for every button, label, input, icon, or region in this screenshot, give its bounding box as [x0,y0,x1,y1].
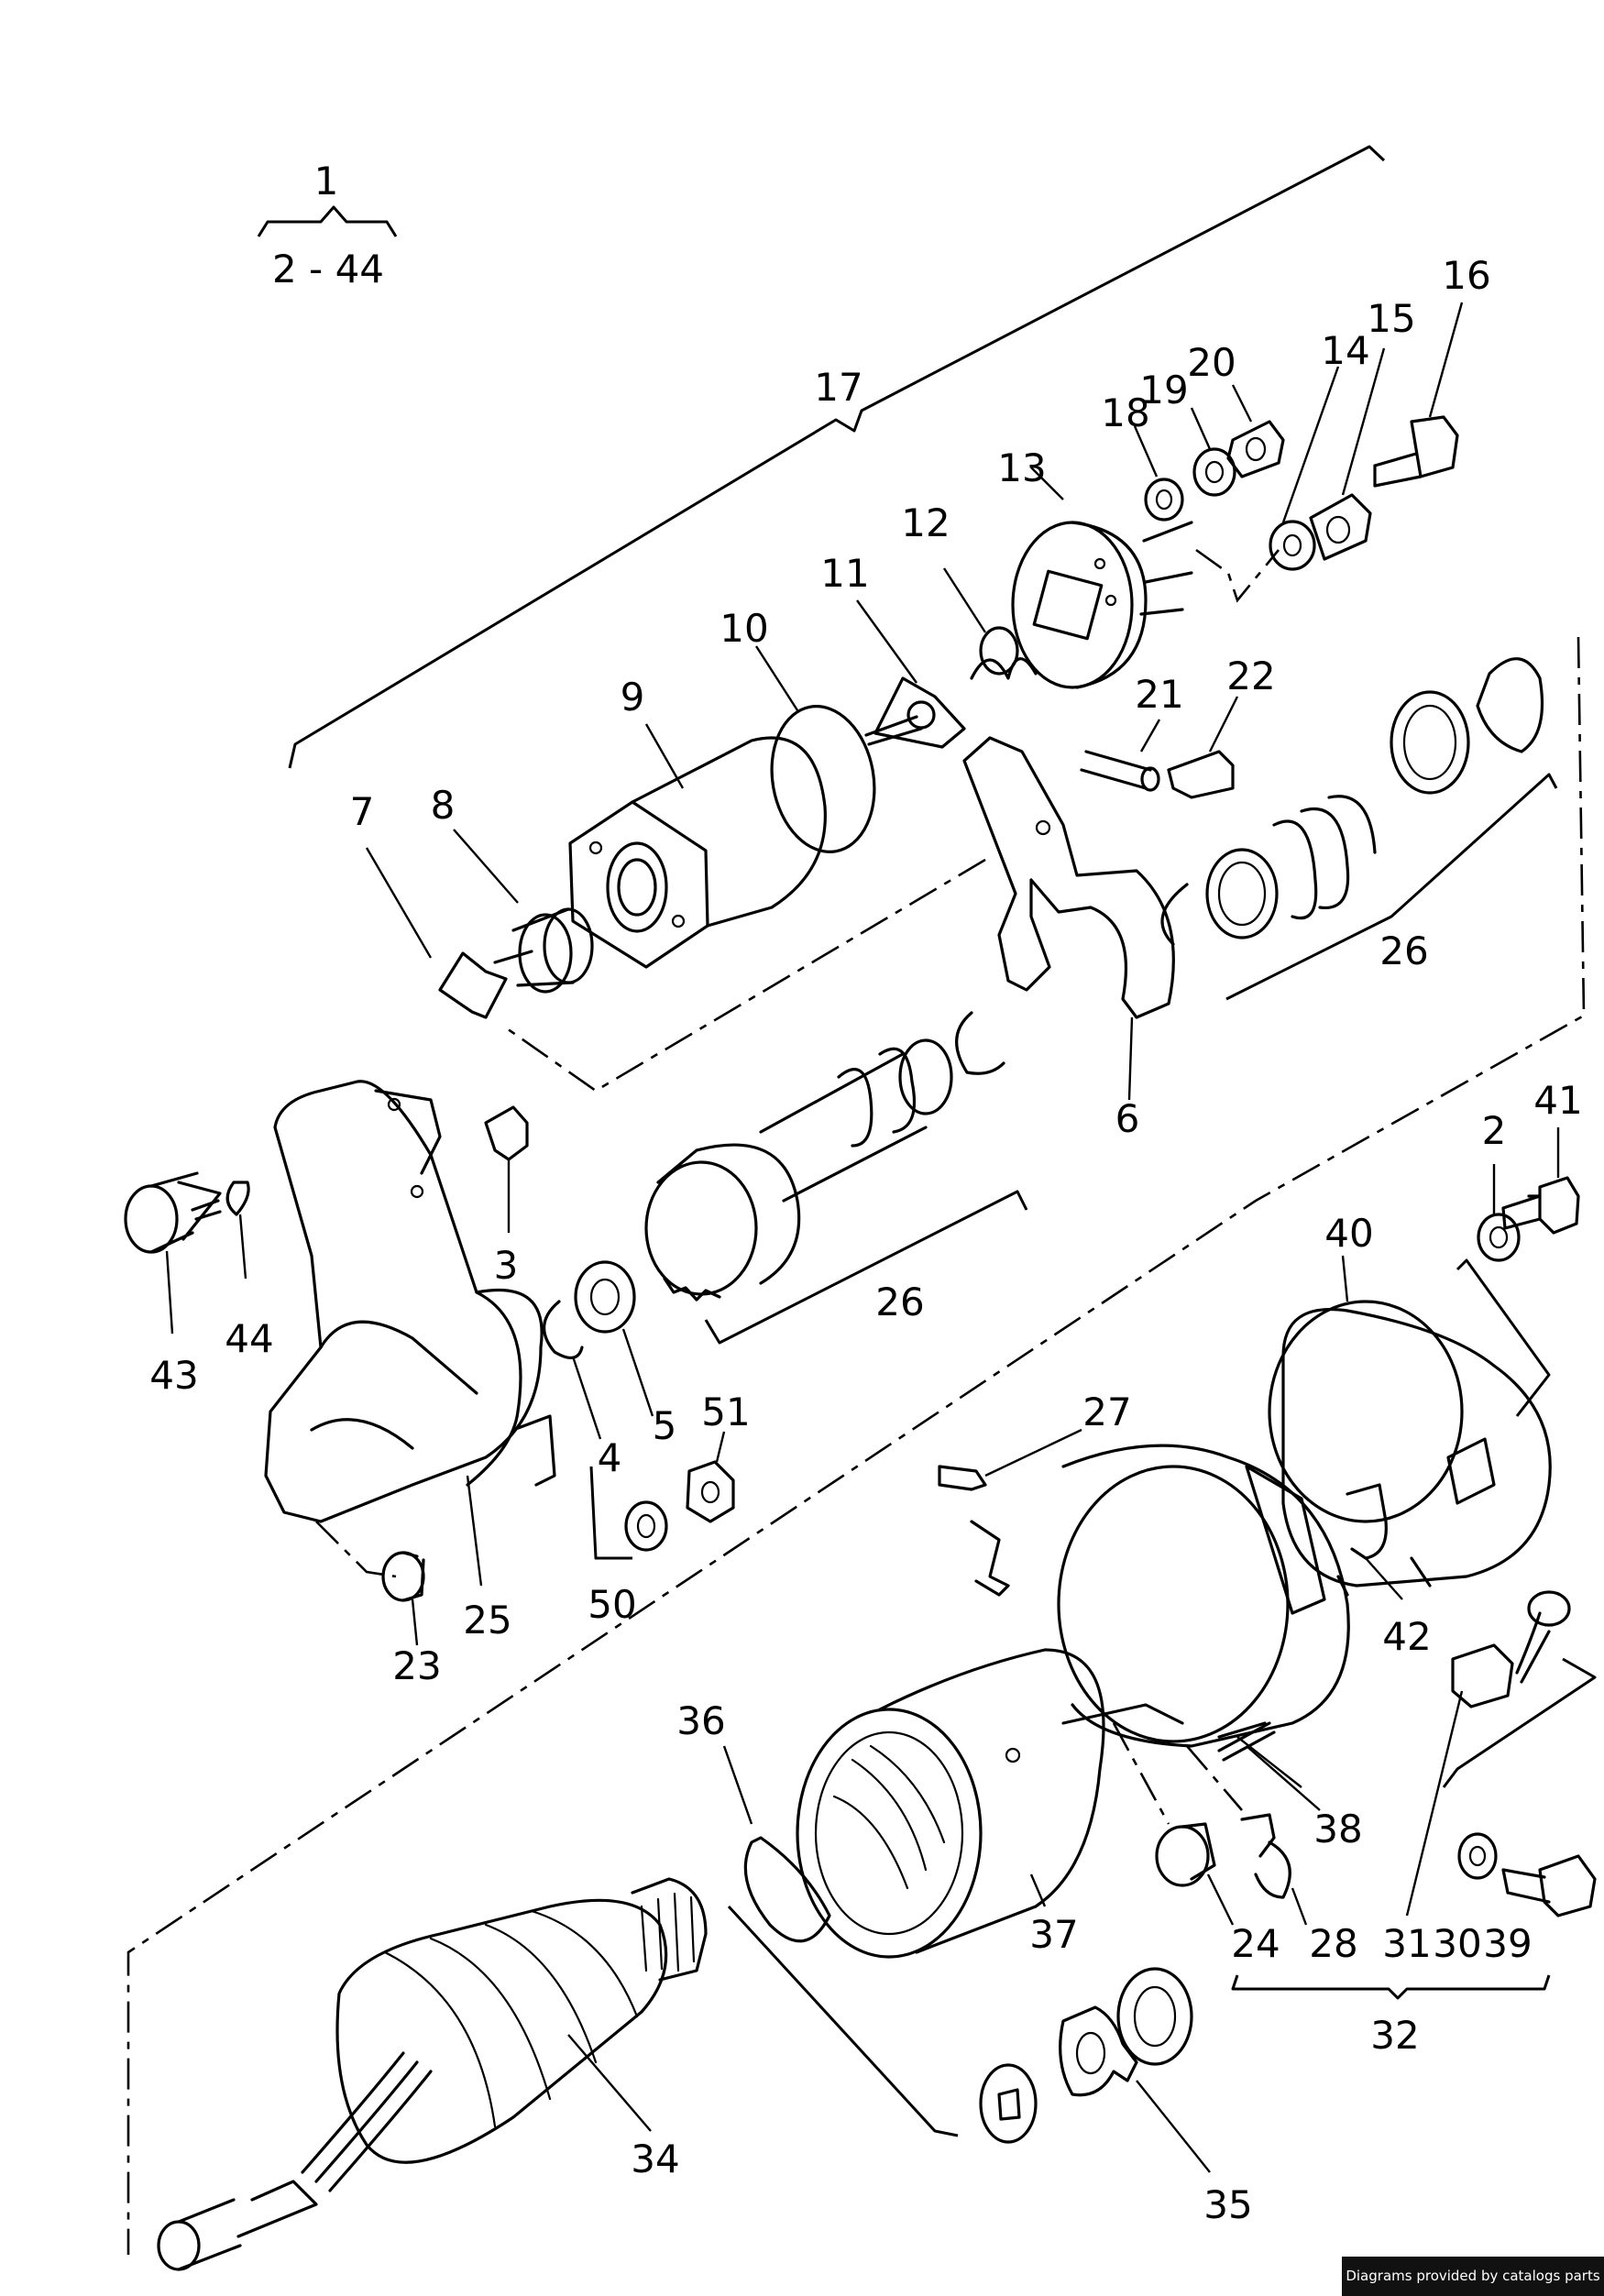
part-30 [1457,1832,1498,1880]
part-25 [264,1080,556,1587]
part-50 [589,1466,668,1560]
part-41 [1501,1127,1580,1235]
label-14: 14 [1321,328,1369,373]
part-37 [796,1648,1105,1959]
bracket-34-35 [727,1905,959,2137]
label-9: 9 [621,675,645,720]
part-4 [543,1300,602,1440]
label-43: 43 [149,1353,198,1398]
label-51: 51 [701,1390,750,1434]
part-24 [1155,1822,1235,1926]
label-50: 50 [588,1582,636,1627]
label-3: 3 [494,1243,519,1288]
label-26-lower: 26 [875,1280,924,1324]
label-36: 36 [676,1698,725,1743]
assembly-bracket: 1 2 - 44 [257,159,398,291]
label-24: 24 [1231,1921,1280,1966]
part-40 [1268,1255,1552,1597]
bracket-32 [1231,1974,1551,2000]
label-28: 28 [1309,1921,1357,1966]
part-10 [754,645,876,853]
label-23: 23 [392,1643,441,1688]
label-26-upper: 26 [1379,928,1428,973]
label-7: 7 [350,789,375,834]
part-26-upper [1160,657,1558,1001]
label-31: 31 [1382,1921,1431,1966]
label-21: 21 [1135,672,1183,717]
label-38: 38 [1313,1807,1362,1851]
part-32-brush-plate [970,1444,1350,1788]
part-5 [574,1260,654,1417]
label-32: 32 [1370,2013,1419,2058]
part-9 [568,723,827,969]
label-39: 39 [1483,1921,1532,1966]
label-2: 2 [1482,1108,1507,1153]
part-38 [1217,1721,1321,1811]
bracket-lower-dashed [126,636,1586,2255]
part-39 [1501,1854,1597,1917]
part-35 [979,1967,1211,2173]
part-23 [315,1521,425,1646]
label-37: 37 [1029,1912,1078,1957]
label-18: 18 [1101,390,1149,435]
part-27 [938,1428,1082,1491]
label-25: 25 [463,1598,511,1642]
label-19: 19 [1139,368,1188,412]
label-41: 41 [1533,1078,1582,1123]
part-6 [962,736,1175,1101]
part-44 [225,1181,250,1280]
part-12 [942,567,1038,680]
label-12: 12 [901,500,950,545]
label-44: 44 [225,1316,273,1361]
label-27: 27 [1082,1390,1131,1434]
label-4: 4 [598,1435,622,1480]
label-10: 10 [720,606,768,651]
part-28 [1240,1813,1308,1926]
leader-24-28 [1112,1722,1243,1825]
part-7 [365,847,508,1019]
parts-21-22 [1080,696,1239,799]
label-8: 8 [431,783,456,828]
label-34: 34 [631,2137,679,2181]
part-31 [1405,1590,1597,1917]
label-30: 30 [1433,1921,1481,1966]
assembly-label: 1 [314,159,339,203]
label-15: 15 [1367,296,1415,341]
part-34 [157,1877,708,2271]
label-13: 13 [997,445,1046,490]
part-42 [1346,1483,1403,1600]
label-42: 42 [1382,1614,1431,1659]
part-26-lower [644,1011,1028,1345]
parts-14-20 [1133,302,1464,603]
part-2 [1477,1164,1521,1262]
leader-dashed-upper [503,858,986,1093]
label-22: 22 [1226,654,1275,698]
part-13 [1011,467,1193,689]
part-11 [856,599,966,749]
callout-labels: 2 3 4 5 6 7 8 9 10 11 12 13 14 15 16 17 … [149,253,1582,2227]
label-6: 6 [1115,1096,1140,1141]
part-8 [453,829,594,994]
label-20: 20 [1187,340,1236,385]
label-16: 16 [1442,253,1490,298]
part-36 [722,1745,831,1943]
assembly-range: 2 - 44 [272,247,384,291]
label-35: 35 [1203,2182,1252,2227]
label-40: 40 [1324,1211,1373,1256]
bracket-17 [288,145,1386,769]
part-43 [124,1171,222,1335]
label-11: 11 [820,551,869,596]
diagram-credit: Diagrams provided by catalogs parts [1342,2257,1604,2296]
label-17: 17 [814,365,862,410]
part-3 [484,1105,529,1233]
label-5: 5 [653,1403,677,1448]
part-51 [686,1431,735,1523]
